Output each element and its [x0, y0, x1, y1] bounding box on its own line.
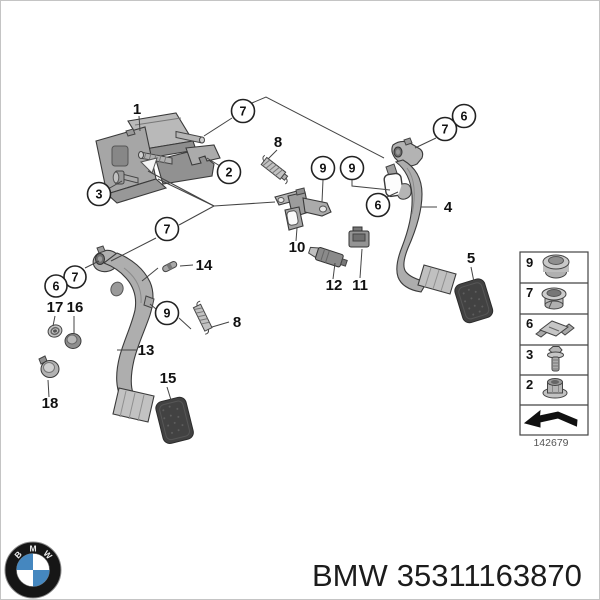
callout-label: 8 [274, 134, 282, 151]
legend-row-number: 7 [526, 285, 533, 300]
bracket-cutout [140, 157, 158, 174]
callout-label: 1 [133, 101, 141, 118]
svg-text:7: 7 [240, 105, 247, 119]
brand-text: BMW [312, 558, 389, 593]
callout-bubble: 3 [86, 181, 112, 207]
spring-wire-loop [383, 172, 404, 198]
legend-icon-flange-nut [542, 378, 568, 399]
legend-row-number: 3 [526, 347, 533, 362]
legend-row-number: 9 [526, 255, 533, 270]
return-spring-upper [260, 154, 289, 185]
part-number-text: 35311163870 [397, 558, 582, 593]
clutch-switch [308, 246, 348, 268]
leader-lines [47, 96, 475, 401]
clutch-pedal-foot [112, 387, 155, 423]
callout-label: 10 [289, 239, 306, 256]
callout-bubble: 7 [230, 98, 256, 124]
svg-text:6: 6 [461, 110, 468, 124]
logo-letter-m: M [29, 544, 36, 554]
svg-text:9: 9 [349, 162, 356, 176]
svg-text:3: 3 [96, 188, 103, 202]
pedal-box-bracket [95, 112, 221, 204]
callout-label: 4 [444, 199, 453, 216]
legend-icon-clamp [535, 320, 575, 338]
logo-quadrant-blue [33, 570, 50, 587]
callout-bubble: 6 [451, 103, 477, 129]
logo-quadrant-blue [16, 553, 33, 570]
svg-text:7: 7 [164, 223, 171, 237]
bracket-stud [125, 128, 136, 137]
return-spring-lower [192, 300, 213, 335]
callout-label: 14 [196, 257, 213, 274]
callout-bubble: 9 [310, 155, 336, 181]
callout-label: 13 [138, 342, 155, 359]
svg-text:7: 7 [72, 271, 79, 285]
legend-icon-grommet [542, 254, 570, 279]
logo-letter-b: B [12, 549, 23, 560]
legend-icon-continuation-arrow [523, 409, 578, 428]
svg-text:7: 7 [442, 123, 449, 137]
clip-cap [38, 355, 60, 378]
spring-pin [162, 261, 178, 273]
brake-pedal-foot [417, 264, 457, 295]
stop-plate [185, 144, 221, 166]
svg-text:9: 9 [320, 162, 327, 176]
svg-text:2: 2 [226, 166, 233, 180]
callout-bubble: 6 [44, 274, 68, 298]
callout-label: 18 [42, 395, 59, 412]
clutch-pedal [92, 245, 155, 423]
callouts: 1 7 2 3 8 9 9 7 6 [42, 98, 477, 412]
brake-light-switch [348, 226, 370, 248]
callout-label: 5 [467, 250, 475, 267]
callout-bubble: 6 [365, 192, 391, 218]
callout-bubble: 9 [339, 155, 365, 181]
callout-label: 8 [233, 314, 241, 331]
legend-icon-bushing [541, 287, 567, 310]
callout-label: 11 [352, 277, 368, 294]
callout-bubble: 7 [154, 216, 180, 242]
clutch-pedal-pad [155, 396, 194, 444]
spring-hook [397, 183, 412, 200]
switch-bracket [274, 187, 332, 231]
legend-icon-bolt [547, 346, 564, 372]
diagram-code: 142679 [533, 437, 568, 449]
legend-row-number: 2 [526, 377, 533, 392]
callout-bubble: 7 [432, 116, 458, 142]
bearing-cap [64, 333, 82, 349]
callout-bubble: 7 [63, 265, 87, 289]
svg-text:6: 6 [375, 199, 382, 213]
callout-label: 16 [67, 299, 84, 316]
callout-label: 17 [47, 299, 64, 316]
brake-pedal-pad [454, 278, 494, 324]
brake-pedal [383, 137, 457, 295]
bmw-logo: B M W [4, 541, 62, 599]
callout-label: 15 [160, 370, 177, 387]
callout-label: 12 [326, 277, 343, 294]
callout-bubble: 9 [154, 300, 180, 326]
legend-table: 9 7 6 3 [519, 251, 589, 449]
pivot-pin [175, 130, 205, 144]
callout-bubble: 2 [216, 159, 242, 185]
legend-row-number: 6 [526, 316, 533, 331]
svg-text:6: 6 [53, 280, 60, 294]
svg-text:9: 9 [164, 307, 171, 321]
